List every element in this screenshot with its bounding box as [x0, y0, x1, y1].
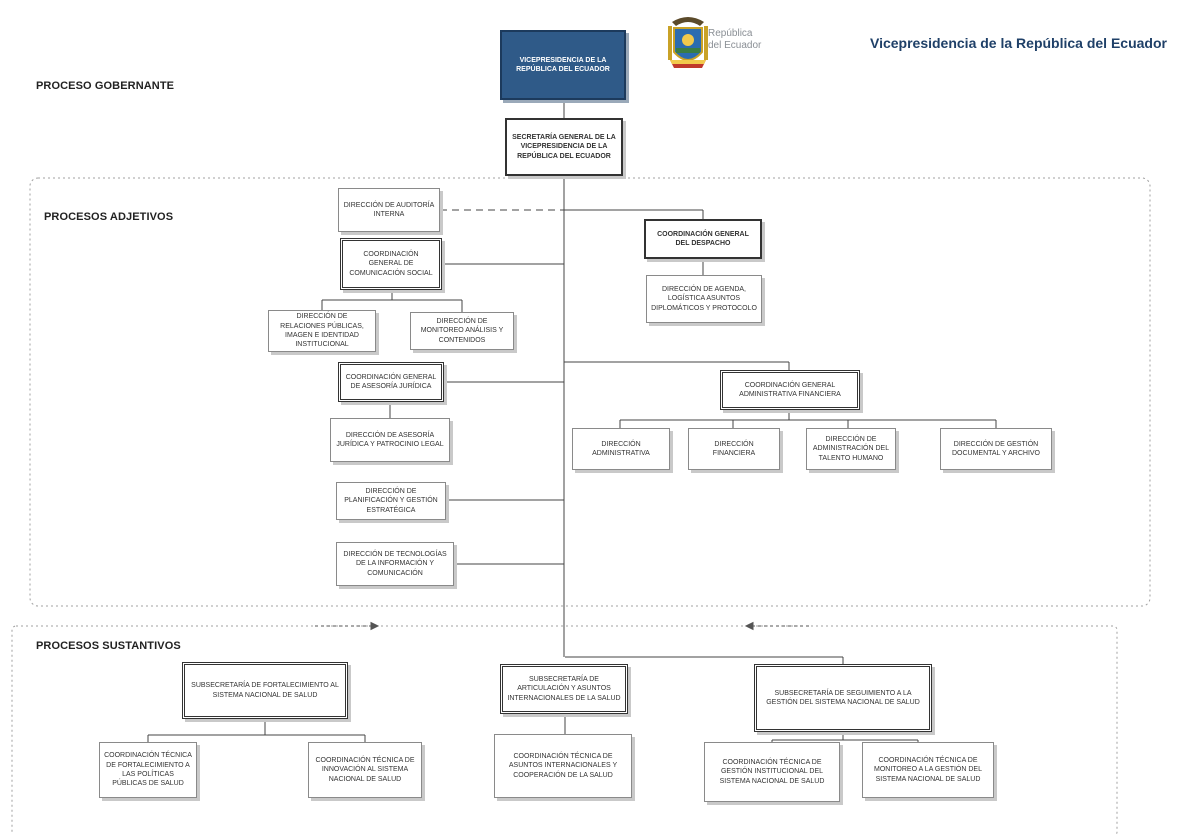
unit-auditoria-interna: DIRECCIÓN DE AUDITORÍA INTERNA — [338, 188, 440, 232]
unit-tecnologias: DIRECCIÓN DE TECNOLOGÍAS DE LA INFORMACI… — [336, 542, 454, 586]
unit-planificacion: DIRECCIÓN DE PLANIFICACIÓN Y GESTIÓN EST… — [336, 482, 446, 520]
section-label-sustantivos: PROCESOS SUSTANTIVOS — [36, 640, 181, 652]
unit-dir-administrativa: DIRECCIÓN ADMINISTRATIVA — [572, 428, 670, 470]
unit-sub-articulacion: SUBSECRETARÍA DE ARTICULACIÓN Y ASUNTOS … — [500, 664, 628, 714]
adjetivos-frame — [29, 177, 1151, 607]
unit-asesoria-juridica-dir: DIRECCIÓN DE ASESORÍA JURÍDICA Y PATROCI… — [330, 418, 450, 462]
unit-talento-humano: DIRECCIÓN DE ADMINISTRACIÓN DEL TALENTO … — [806, 428, 896, 470]
unit-agenda-protocolo: DIRECCIÓN DE AGENDA, LOGÍSTICA ASUNTOS D… — [646, 275, 762, 323]
unit-relaciones-publicas: DIRECCIÓN DE RELACIONES PÚBLICAS, IMAGEN… — [268, 310, 376, 352]
page-title: Vicepresidencia de la República del Ecua… — [870, 35, 1167, 51]
coat-of-arms-icon — [668, 17, 708, 68]
ecuador-coat-of-arms-logo — [664, 12, 784, 82]
unit-vicepresidencia: VICEPRESIDENCIA DE LA REPÚBLICA DEL ECUA… — [500, 30, 626, 100]
logo-line2: del Ecuador — [708, 39, 762, 51]
unit-asesoria-juridica-coord: COORDINACIÓN GENERAL DE ASESORÍA JURÍDIC… — [338, 362, 444, 402]
unit-coord-fortalecimiento: COORDINACIÓN TÉCNICA DE FORTALECIMIENTO … — [99, 742, 197, 798]
unit-gestion-documental: DIRECCIÓN DE GESTIÓN DOCUMENTAL Y ARCHIV… — [940, 428, 1052, 470]
unit-comunicacion-social: COORDINACIÓN GENERAL DE COMUNICACIÓN SOC… — [340, 238, 442, 290]
unit-dir-financiera: DIRECCIÓN FINANCIERA — [688, 428, 780, 470]
section-label-gobernante: PROCESO GOBERNANTE — [36, 80, 175, 92]
section-label-adjetivos: PROCESOS ADJETIVOS — [44, 211, 174, 223]
unit-coord-internacionales: COORDINACIÓN TÉCNICA DE ASUNTOS INTERNAC… — [494, 734, 632, 798]
unit-administrativa-financiera: COORDINACIÓN GENERAL ADMINISTRATIVA FINA… — [720, 370, 860, 410]
unit-despacho: COORDINACIÓN GENERAL DEL DESPACHO — [644, 219, 762, 259]
connector-lines — [147, 100, 997, 742]
unit-sub-fortalecimiento: SUBSECRETARÍA DE FORTALECIMIENTO AL SIST… — [182, 662, 348, 719]
unit-coord-monitoreo: COORDINACIÓN TÉCNICA DE MONITOREO A LA G… — [862, 742, 994, 798]
unit-coord-innovacion: COORDINACIÓN TÉCNICA DE INNOVACIÓN AL SI… — [308, 742, 422, 798]
unit-monitoreo-analisis: DIRECCIÓN DE MONITOREO ANÁLISIS Y CONTEN… — [410, 312, 514, 350]
logo-line1: República — [708, 28, 753, 39]
unit-sub-seguimiento: SUBSECRETARÍA DE SEGUIMIENTO A LA GESTIÓ… — [754, 664, 932, 732]
unit-coord-gestion: COORDINACIÓN TÉCNICA DE GESTIÓN INSTITUC… — [704, 742, 840, 802]
unit-secretaria-general: SECRETARÍA GENERAL DE LA VICEPRESIDENCIA… — [505, 118, 623, 176]
sustantivos-frame — [11, 625, 1118, 834]
logo-text: República del Ecuador — [708, 28, 761, 51]
dotted-arrows — [315, 621, 810, 631]
